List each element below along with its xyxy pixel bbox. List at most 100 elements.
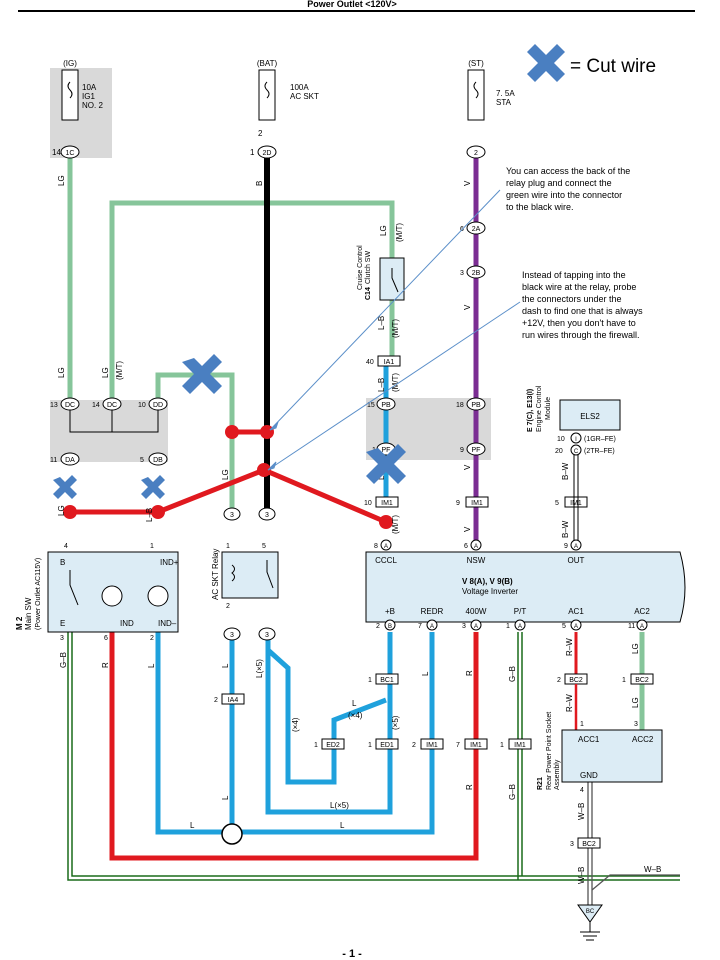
conn-im1e: IM1: [470, 742, 482, 749]
pin-im1d: 2: [412, 742, 416, 749]
lower-connectors: BC1 1 ED2 1 ED1 1 IA4 2 IM1 2 IM1 7 IM1 …: [214, 673, 654, 849]
label-lb-2: L–B: [377, 378, 386, 392]
conn-2b: 2B: [472, 270, 481, 277]
pin-ia4: 2: [214, 697, 218, 704]
inverter-bottom-pin-circle: [470, 619, 482, 631]
annotation-1: You can access the back of the relay plu…: [506, 166, 630, 212]
conn-3: 3: [460, 270, 464, 277]
conn-dc1: DC: [65, 402, 75, 409]
fuse-ig-pin: 14: [52, 148, 61, 157]
label-mt-2: (M/T): [395, 223, 404, 242]
conn-1c: 1C: [66, 150, 75, 157]
label-v-3: V: [463, 464, 472, 470]
inverter-bottom-pin-number: 1: [506, 623, 510, 630]
relay-p5: 5: [262, 543, 266, 550]
main-sw-ind-plus: IND+: [160, 558, 179, 567]
label-gb-1: G–B: [59, 652, 68, 668]
fuse-ig-rating: 10A: [82, 83, 97, 92]
splice-circle: [221, 823, 243, 845]
label-wb-3: W–B: [644, 865, 661, 874]
conn-ia4: IA4: [228, 697, 239, 704]
gb-wires: [67, 632, 680, 881]
label-gb-2: G–B: [508, 666, 517, 682]
inverter-top-pin-conn: A: [384, 544, 388, 550]
ecm-els: ELS2: [580, 412, 600, 421]
cut-wire-icon-db: [141, 475, 165, 499]
label-r-1: R: [101, 662, 110, 668]
conn-11: 11: [50, 457, 57, 464]
socket-name: Rear Power Point Socket: [546, 712, 553, 790]
conn-pb2: PB: [471, 402, 481, 409]
inverter-top-pin-conn: A: [574, 544, 578, 550]
ig-fuse-shade: [50, 68, 112, 158]
label-mt-3: (M/T): [391, 319, 400, 338]
label-r-3: R: [465, 784, 474, 790]
cut-wire-icon-da: [53, 475, 77, 499]
annotation-2-line-1: Instead of tapping into the: [522, 270, 626, 280]
socket-p1: 1: [580, 721, 584, 728]
inverter-top-pin-circle: [570, 539, 582, 551]
inverter-top-pin-circle: [380, 539, 392, 551]
conn-da: DA: [65, 457, 75, 464]
inverter-bottom-pin-circle: [384, 619, 396, 631]
label-gb-3: G–B: [508, 784, 517, 800]
inverter-bottom-terminal: 400W: [466, 607, 487, 616]
conn-10: 10: [138, 402, 146, 409]
inverter-top-terminal: CCCL: [375, 556, 397, 565]
socket-acc2: ACC2: [632, 735, 654, 744]
clutch-id: C14: [365, 287, 372, 300]
conn-st: 2: [474, 150, 478, 157]
label-v-1: V: [463, 180, 472, 186]
inverter-bottom-pin-number: 2: [376, 623, 380, 630]
fuse-ig: (IG) 10A IG1 NO. 2 14: [52, 59, 103, 157]
fuse-st-label: (ST): [468, 59, 484, 68]
pin-bc2a: 2: [557, 677, 561, 684]
conn-2a: 2A: [472, 226, 481, 233]
main-switch: B E IND+ IND IND– 4 1 3 6 2 M 2 Main SW …: [15, 543, 179, 642]
conn-5: 5: [140, 457, 144, 464]
inverter-bottom-pin-number: 11: [628, 623, 635, 630]
label-rw-2: R–W: [565, 694, 574, 712]
inverter-bottom-terminal: P/T: [514, 607, 527, 616]
pin-bc2c: 3: [570, 841, 574, 848]
im1-connectors: IM1 10 IM1 9 IM1 5: [364, 496, 588, 508]
inverter-top-pin-conn: A: [474, 544, 478, 550]
conn-18: 18: [456, 402, 464, 409]
rear-power-socket: ACC1 ACC2 GND 1 3 4 R21 Rear Power Point…: [537, 684, 663, 794]
label-l-3: L: [221, 663, 230, 668]
annotation-1-line-3: green wire into the connector: [506, 190, 622, 200]
annotation-arrows: [267, 189, 521, 471]
inverter-top-terminal: NSW: [467, 556, 486, 565]
cut-wire-icon-relay: [182, 354, 222, 394]
inverter-bottom-pin-circle: [636, 619, 648, 631]
label-bw-2: B–W: [561, 520, 570, 538]
wb-wires: [587, 782, 680, 905]
ecm-id: E 7(C), E13(I): [527, 389, 534, 432]
inverter-id: V 8(A), V 9(B): [462, 577, 513, 586]
conn-dd: DD: [153, 402, 163, 409]
fuse-bat-rating: 100A: [290, 83, 309, 92]
socket-id: R21: [537, 777, 544, 790]
label-x4-1: (×4): [348, 711, 363, 720]
annotation-2-line-6: run wires through the firewall.: [522, 330, 640, 340]
label-mt-4: (M/T): [391, 373, 400, 392]
conn-ed2: ED2: [326, 742, 340, 749]
label-l-7: L: [352, 699, 357, 708]
inverter-bottom-pin-number: 7: [418, 623, 422, 630]
label-b: B: [255, 181, 264, 186]
main-sw-p4: 4: [64, 543, 68, 550]
label-lg-3: LG: [101, 367, 110, 378]
relay-conn-3a: 3: [230, 512, 234, 519]
label-lg-1: LG: [57, 175, 66, 186]
conn-db: DB: [153, 457, 163, 464]
page-number: - 1 -: [342, 948, 362, 960]
conn-pf2: PF: [472, 447, 481, 454]
label-lg-5: LG: [221, 469, 230, 480]
conn-40: 40: [366, 359, 374, 366]
annotation-2-line-3: the connectors under the: [522, 294, 622, 304]
conn-dc2: DC: [107, 402, 117, 409]
pin-bc1: 1: [368, 677, 372, 684]
fuse-bat-pin-top: 2: [258, 129, 263, 138]
cut-wire-icon-cccl: [366, 444, 406, 484]
